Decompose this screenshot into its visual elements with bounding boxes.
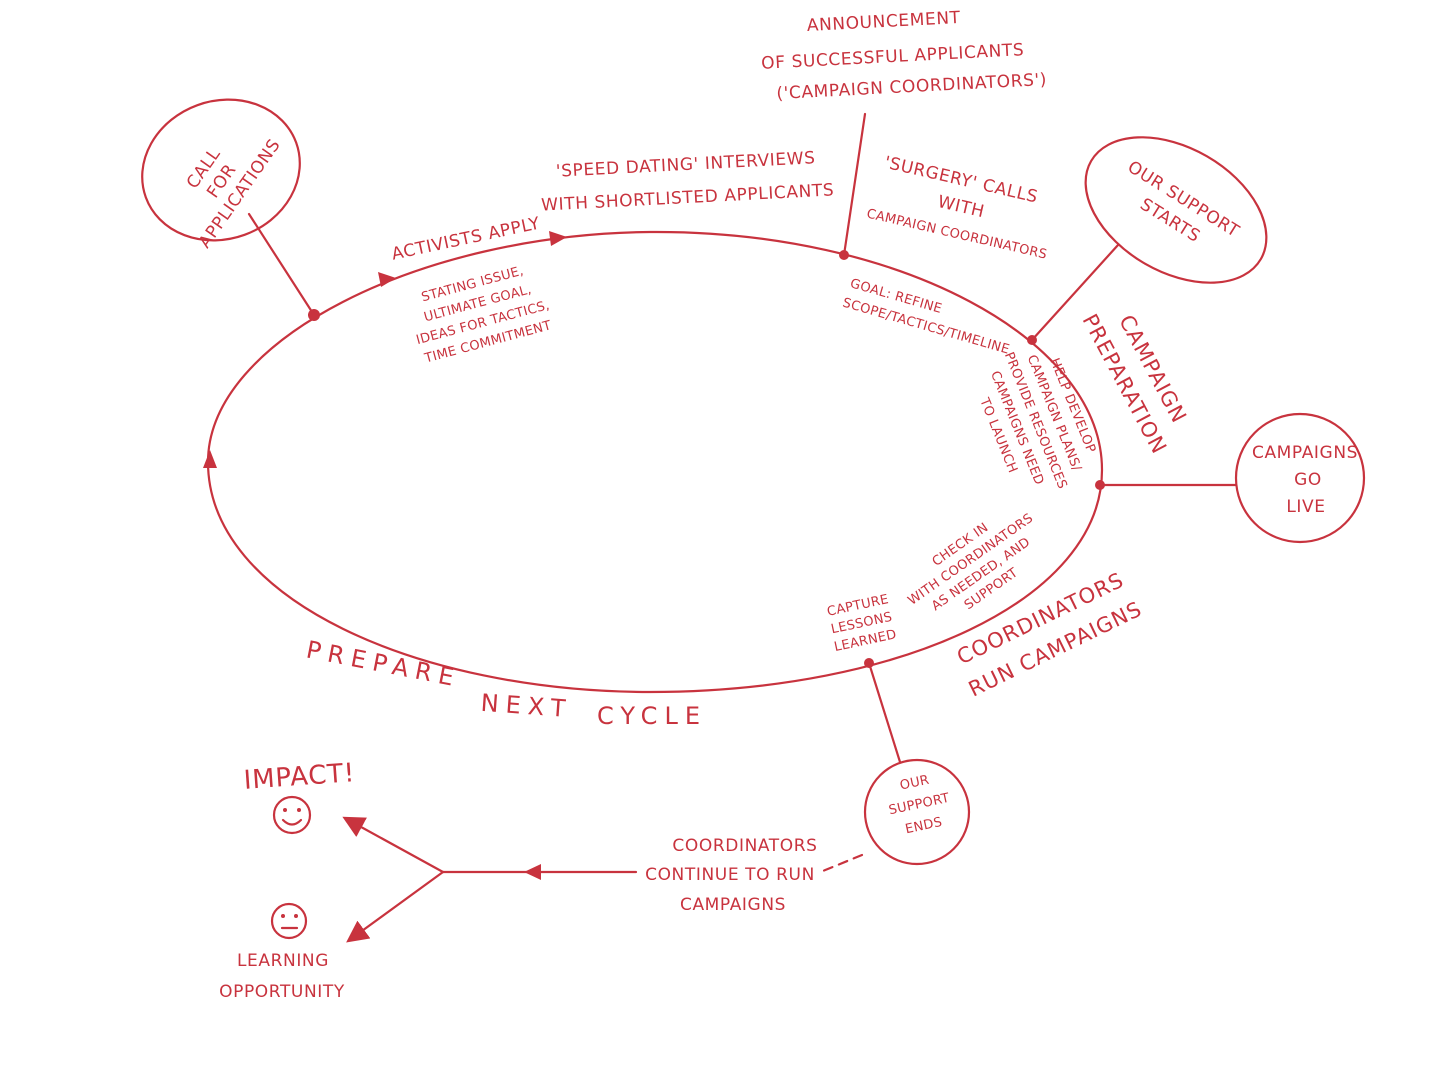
continue-line-3: CAMPAIGNS [680, 895, 786, 915]
learning-line-2: OPPORTUNITY [219, 982, 345, 1002]
connector-support-starts [1030, 243, 1120, 342]
coordinators-run-label: COORDINATORS RUN CAMPAIGNS [953, 568, 1146, 702]
prepare-word: PREPARE [304, 635, 463, 692]
smiley-face-icon [272, 795, 312, 835]
capture-lessons-label: CAPTURE LESSONS LEARNED [826, 592, 898, 655]
node-call-for-applications-text: CALL FOR APPLICATIONS [183, 135, 285, 252]
surgery-line-2: WITH [936, 192, 987, 222]
node-our-support-starts [1084, 136, 1268, 284]
cycle-ellipse [206, 230, 1104, 694]
go-live-line-2: GO [1294, 470, 1322, 490]
announcement-label: ANNOUNCEMENT OF SUCCESSFUL APPLICANTS ('… [761, 8, 1048, 104]
learning-opportunity-label: LEARNING OPPORTUNITY [219, 951, 345, 1002]
connector-announcement [842, 112, 867, 257]
surgery-calls-label: 'SURGERY' CALLS WITH CAMPAIGN COORDINATO… [865, 153, 1048, 263]
go-live-line-3: LIVE [1286, 497, 1325, 517]
branch-to-learning [346, 870, 445, 943]
go-live-line-1: CAMPAIGNS [1252, 443, 1358, 463]
learning-line-1: LEARNING [237, 951, 329, 971]
dashed-continuation-line [816, 853, 864, 875]
support-ends-line-1: OUR [899, 773, 931, 794]
announcement-line-1: ANNOUNCEMENT [806, 8, 961, 36]
announcement-line-2: OF SUCCESSFUL APPLICANTS [761, 40, 1025, 74]
coordinators-continue-label: COORDINATORS CONTINUE TO RUN CAMPAIGNS [645, 836, 817, 915]
node-our-support-ends [863, 758, 971, 866]
speed-dating-label: 'SPEED DATING' INTERVIEWS WITH SHORTLIST… [541, 148, 835, 215]
support-ends-line-2: SUPPORT [887, 791, 951, 819]
announcement-line-3: ('CAMPAIGN COORDINATORS') [776, 70, 1048, 104]
continue-line-1: COORDINATORS [672, 836, 817, 856]
cycle-arrow-top-1 [378, 272, 396, 287]
cycle-word: CYCLE [597, 702, 707, 730]
cycle-arrow-left [203, 450, 217, 468]
continue-flow-arrow [524, 864, 541, 880]
node-campaigns-go-live [1234, 412, 1366, 544]
speed-dating-line-2: WITH SHORTLISTED APPLICANTS [541, 180, 835, 215]
impact-label: IMPACT! [243, 758, 356, 796]
node-campaigns-go-live-text: CAMPAIGNS GO LIVE [1252, 443, 1358, 517]
prepare-next-cycle-label: PREPARE NEXT CYCLE [304, 635, 707, 730]
neutral-face-icon [270, 902, 308, 940]
speed-dating-line-1: 'SPEED DATING' INTERVIEWS [555, 148, 816, 182]
node-our-support-ends-text: OUR SUPPORT ENDS [887, 773, 951, 838]
stating-issue-label: STATING ISSUE, ULTIMATE GOAL, IDEAS FOR … [415, 264, 553, 367]
node-our-support-starts-text: OUR SUPPORT STARTS [1124, 157, 1243, 247]
support-ends-line-3: ENDS [904, 815, 944, 837]
next-word: NEXT [480, 689, 574, 723]
connector-call-for-applications [247, 212, 316, 317]
help-develop-label: HELP DEVELOP CAMPAIGN PLANS/ PROVIDE RES… [976, 350, 1098, 491]
continue-line-2: CONTINUE TO RUN [645, 865, 815, 885]
cycle-arrow-top-2 [549, 231, 567, 246]
goal-refine-label: GOAL: REFINE SCOPE/TACTICS/TIMELINE [841, 276, 1011, 357]
branch-to-impact [342, 816, 445, 874]
node-call-for-applications [141, 98, 301, 242]
connector-support-ends [867, 661, 902, 764]
